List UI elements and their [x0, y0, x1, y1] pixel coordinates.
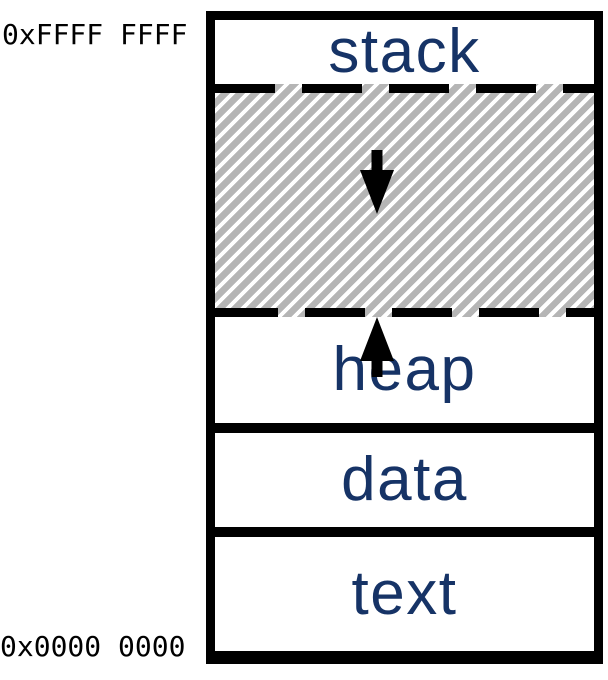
memory-box: stack heap data text — [206, 11, 603, 664]
section-heap-label: heap — [332, 335, 477, 404]
address-label-bottom: 0x0000 0000 — [0, 630, 186, 663]
divider-data-text — [215, 527, 594, 537]
address-label-top: 0xFFFF FFFF — [2, 18, 188, 51]
free-space-region — [215, 84, 594, 377]
section-text-label: text — [351, 559, 458, 628]
arrow-down-icon — [360, 150, 394, 214]
section-stack-label: stack — [328, 17, 481, 86]
section-data: data — [215, 433, 594, 527]
dashed-divider-stack — [215, 84, 594, 93]
section-stack: stack — [215, 20, 594, 84]
arrow-up-icon — [360, 317, 394, 377]
dashed-divider-heap — [215, 308, 594, 317]
divider-heap-data — [215, 423, 594, 433]
section-text: text — [215, 537, 594, 651]
section-heap: heap — [215, 317, 594, 423]
section-data-label: data — [341, 445, 468, 514]
